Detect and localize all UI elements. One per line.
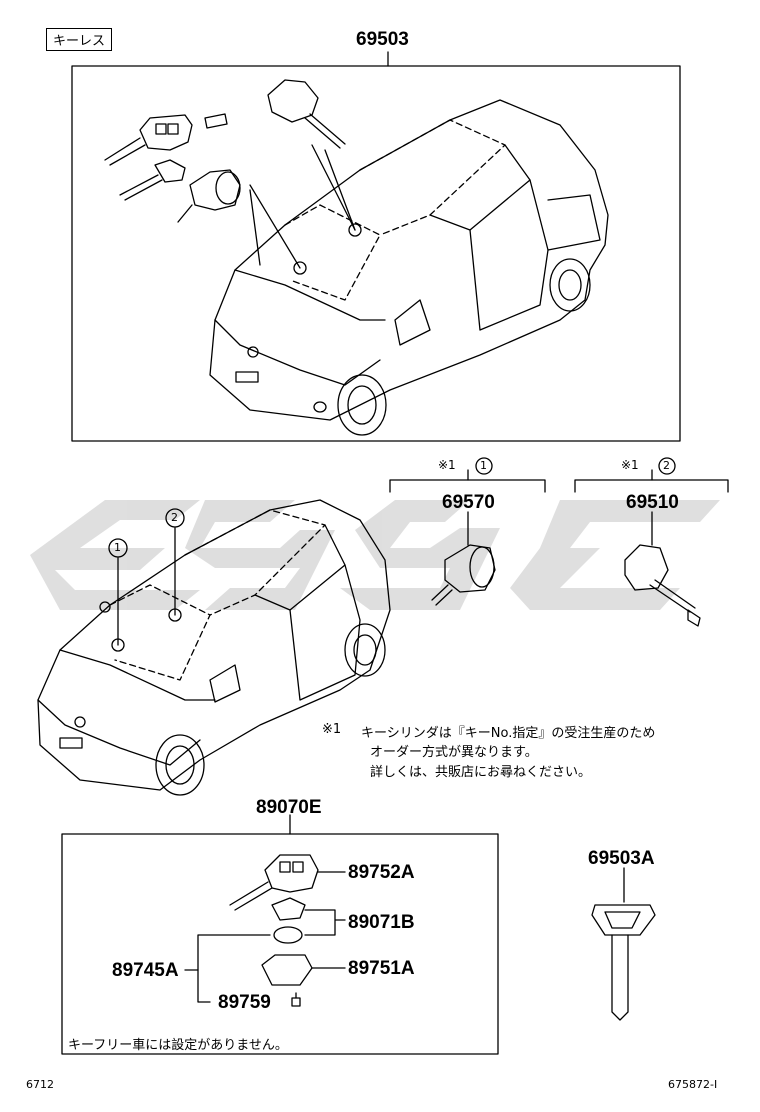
callout-label-1: 1 <box>114 541 121 554</box>
callout-circle-1 <box>108 538 128 558</box>
group2-circle-label: 2 <box>663 459 670 472</box>
keyless-tag: キーレス <box>46 28 113 51</box>
lower-footnote: キーフリー車には設定がありません。 <box>68 1038 288 1053</box>
part-number-89071b: 89071B <box>348 912 415 933</box>
footer-left-code: 6712 <box>26 1078 54 1091</box>
callout-circle-2 <box>165 508 185 528</box>
group2-circle <box>658 457 676 475</box>
note-line-1: キーシリンダは『キーNo.指定』の受注生産のため <box>361 726 656 741</box>
part-number-69510: 69510 <box>626 492 679 513</box>
top-frame <box>71 65 681 442</box>
ignition-69510-drawing <box>624 511 701 627</box>
key-69503a-drawing <box>591 867 656 1021</box>
part-number-69503a: 69503A <box>588 848 655 869</box>
key-set-drawing <box>104 79 346 223</box>
lower-frame <box>61 833 499 1055</box>
part-number-89752a: 89752A <box>348 862 415 883</box>
middle-car-drawing <box>37 499 391 796</box>
part-number-89745a: 89745A <box>112 960 179 981</box>
group2-note-mark: ※1 <box>621 458 639 472</box>
part-number-89070e: 89070E <box>256 797 322 818</box>
note-line-3: 詳しくは、共販店にお尋ねください。 <box>370 765 592 780</box>
cylinder-69570-drawing <box>431 511 496 606</box>
part-number-69503: 69503 <box>356 29 409 50</box>
top-car-drawing <box>209 99 609 436</box>
remote-parts-drawing <box>184 854 346 1007</box>
group1-circle-label: 1 <box>480 459 487 472</box>
group1-note-mark: ※1 <box>438 458 456 472</box>
note-mark: ※1 <box>322 722 342 737</box>
part-number-69570: 69570 <box>442 492 495 513</box>
part-number-89759: 89759 <box>218 992 271 1013</box>
note-line-2: オーダー方式が異なります。 <box>370 745 538 760</box>
callout-label-2: 2 <box>171 511 178 524</box>
group1-circle <box>475 457 493 475</box>
footer-right-code: 675872-I <box>668 1078 718 1091</box>
part-number-89751a: 89751A <box>348 958 415 979</box>
